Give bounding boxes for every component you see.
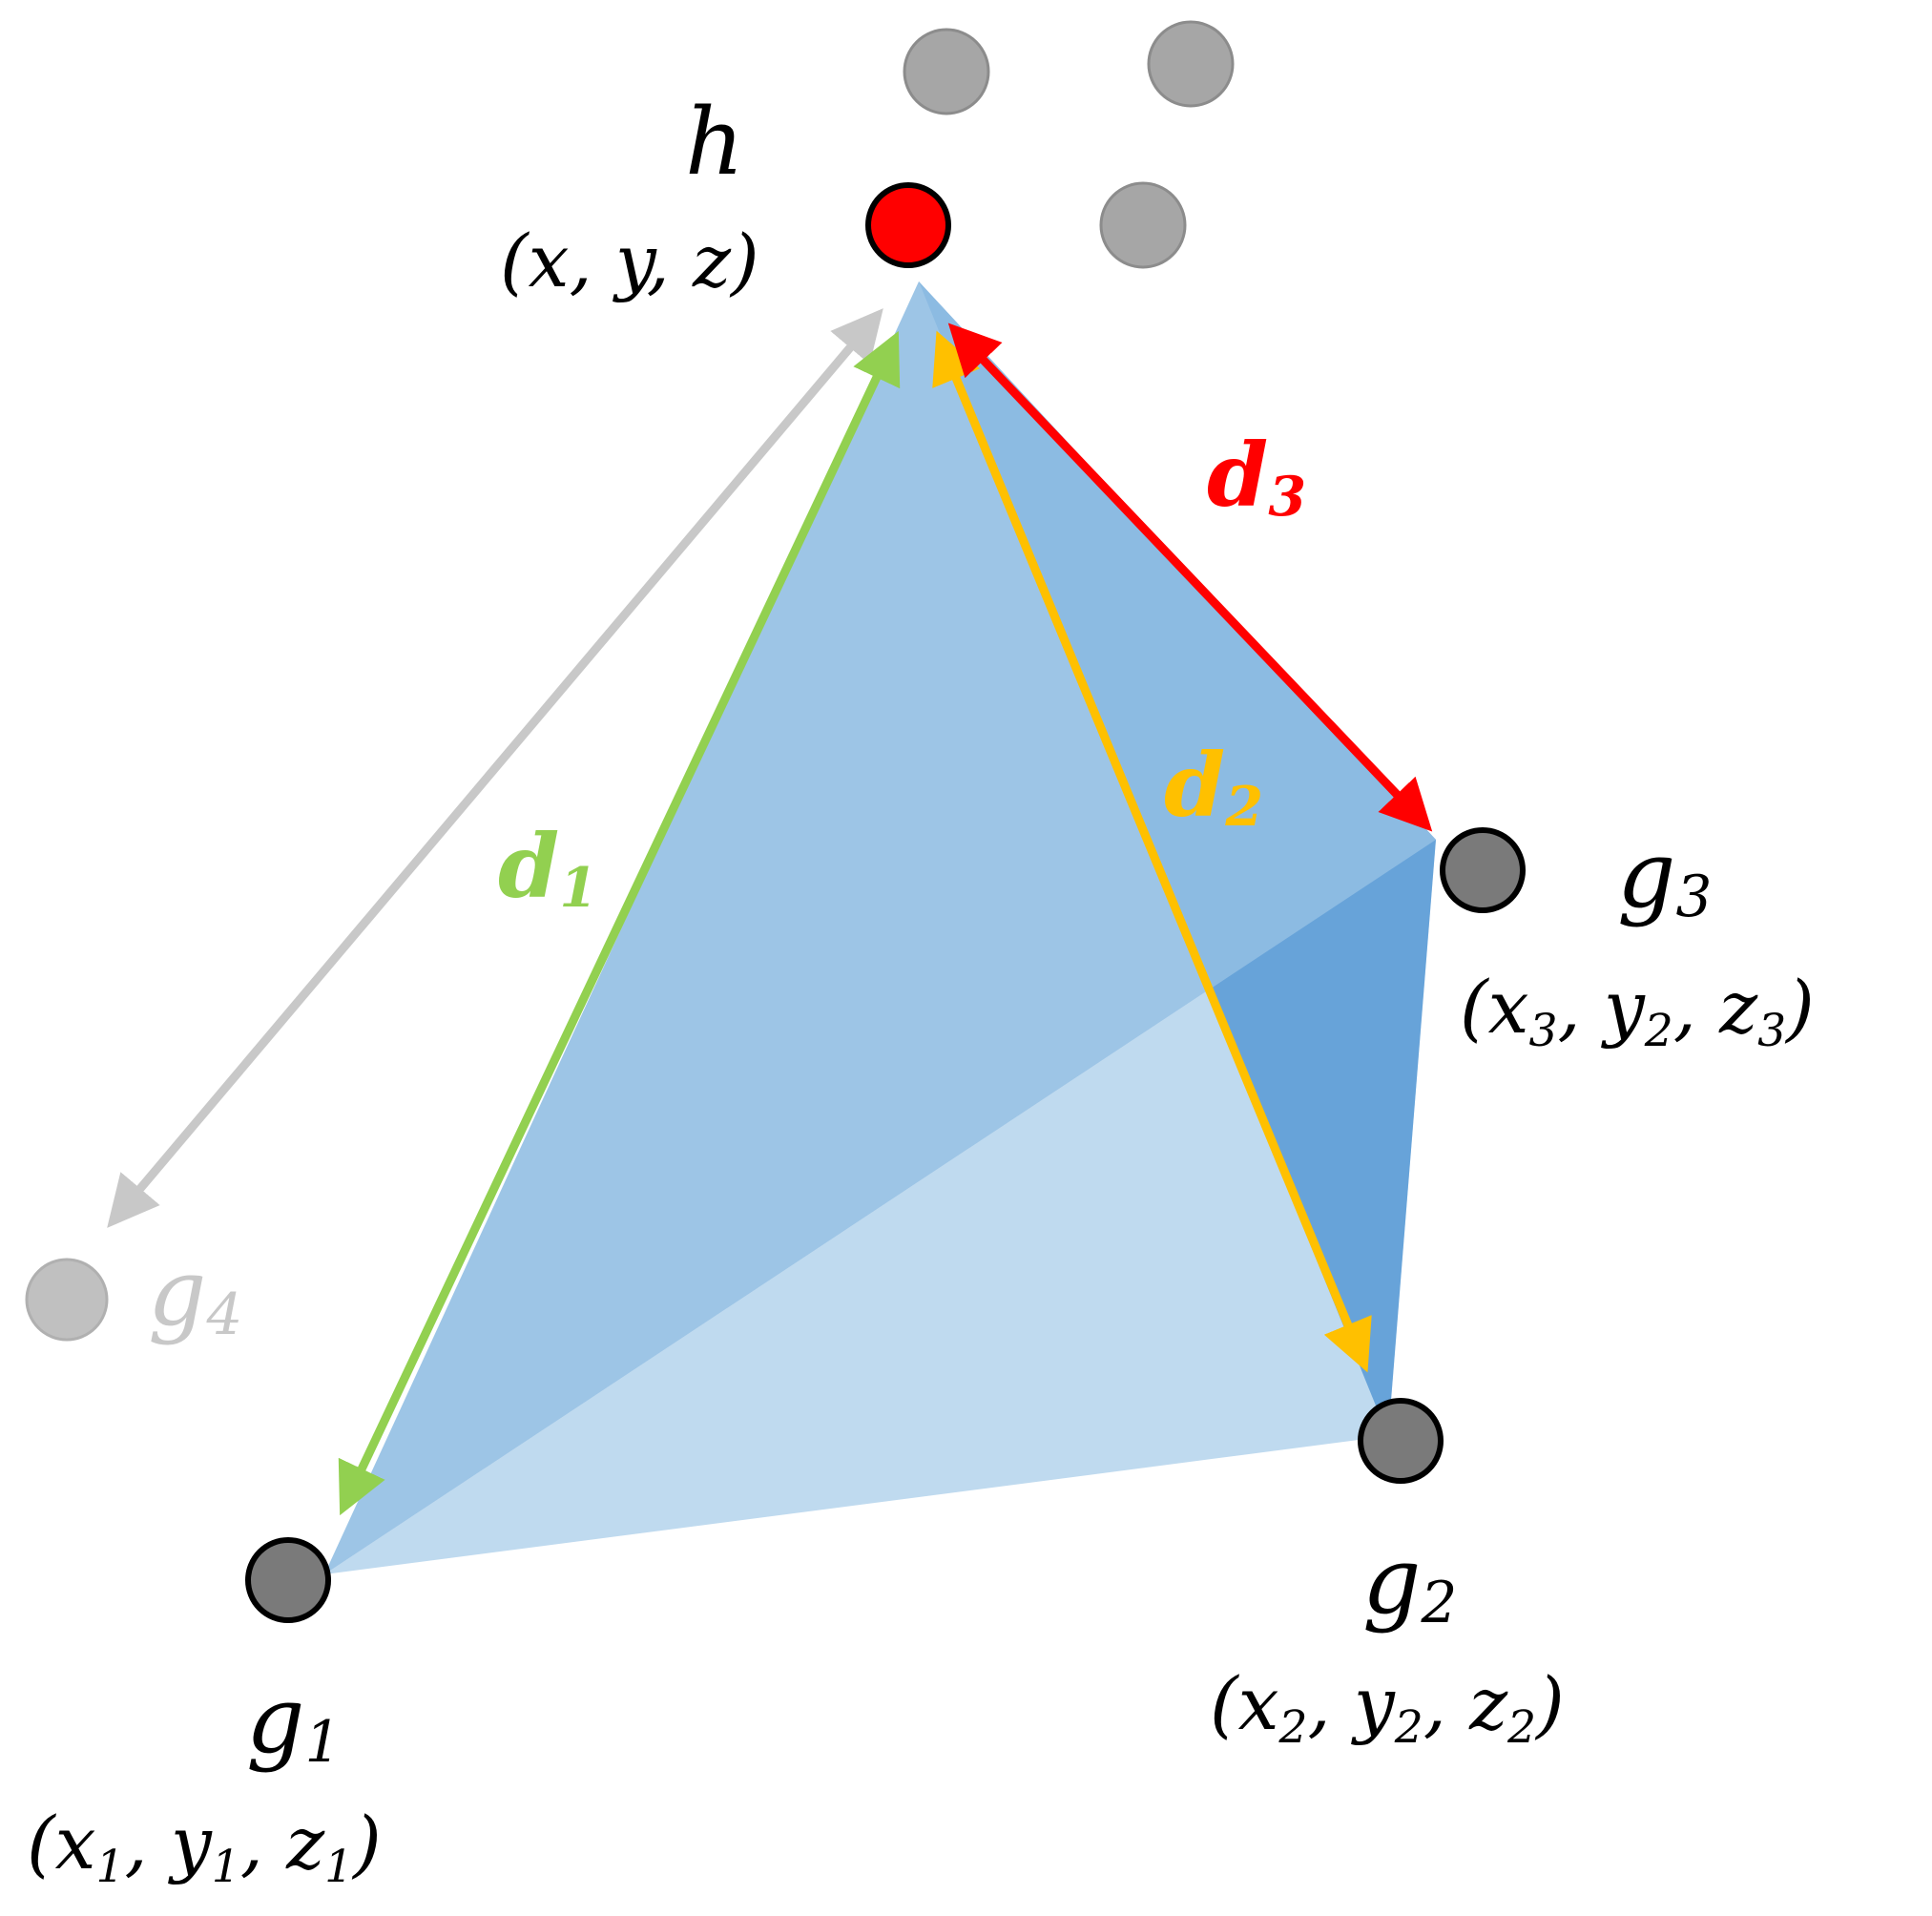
label-h: h: [685, 89, 744, 196]
arrow-d3: [947, 323, 1433, 832]
label-g4: g4: [148, 1239, 242, 1348]
arrow-d1: [338, 330, 901, 1516]
label-g1: g1: [246, 1667, 341, 1776]
coord-g1: (x1, y1, z1): [27, 1801, 382, 1893]
label-d3: d3: [1207, 424, 1306, 529]
node-h: [865, 182, 951, 268]
label-d1: d1: [498, 815, 597, 920]
node-g3: [1440, 827, 1526, 913]
node-g4: [25, 1258, 109, 1342]
coord-g2: (x2, y2, z2): [1210, 1661, 1565, 1754]
coord-h: (x, y, z): [500, 219, 759, 303]
label-g2: g2: [1362, 1528, 1457, 1636]
other-point: [903, 28, 990, 115]
node-g2: [1358, 1398, 1444, 1484]
other-point: [1147, 20, 1235, 108]
other-point: [1099, 181, 1187, 269]
label-d2: d2: [1164, 734, 1263, 839]
coord-g3: (x3, y2, z3): [1460, 965, 1815, 1057]
node-g1: [245, 1537, 331, 1623]
label-g3: g3: [1617, 822, 1712, 930]
